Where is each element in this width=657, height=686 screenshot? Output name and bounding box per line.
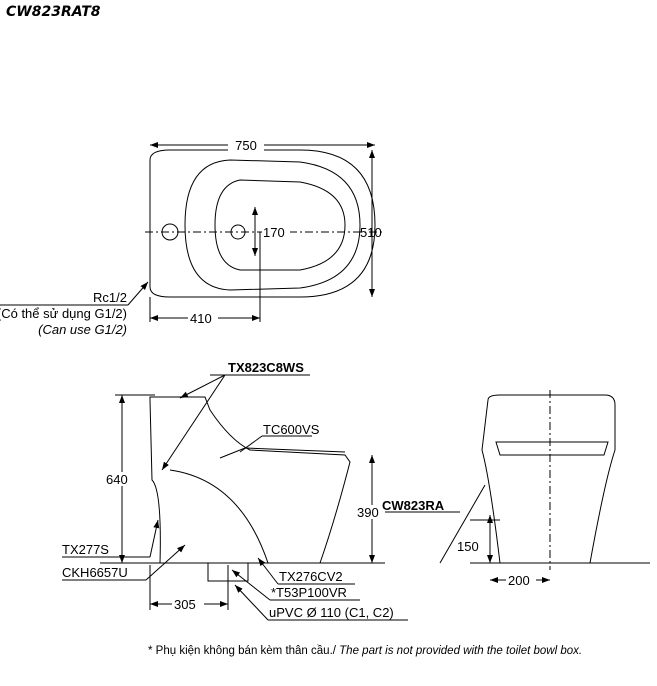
footnote-en: The part is not provided with the toilet… <box>339 645 583 657</box>
front-view <box>470 390 650 583</box>
dim-outlet: 410 <box>190 311 212 326</box>
dim-seat-height: 390 <box>357 505 379 520</box>
adapter-part-label: CKH6657U <box>62 565 128 580</box>
footnote-vi: * Phụ kiện không bán kèm thân cầu./ <box>148 645 340 657</box>
dim-height: 640 <box>106 472 128 487</box>
valve-part-label: TX277S <box>62 542 109 557</box>
dim-depth: 510 <box>360 225 382 240</box>
seat-part-label: TC600VS <box>263 422 320 437</box>
bolt-part-label: TX276CV2 <box>279 569 343 584</box>
dim-inlet-offset: 200 <box>508 573 530 588</box>
footnote: * Phụ kiện không bán kèm thân cầu./ The … <box>148 645 582 657</box>
flange-part-label: *T53P100VR <box>271 585 347 600</box>
dim-bolt-spacing: 170 <box>263 225 285 240</box>
pipe-label: uPVC Ø 110 (C1, C2) <box>269 605 394 620</box>
dim-inlet-height: 150 <box>457 539 479 554</box>
dim-width: 750 <box>235 138 257 153</box>
model-title: CW823RAT8 <box>6 4 101 20</box>
front-model-label: CW823RA <box>382 498 445 513</box>
inlet-label: Rc1/2 <box>93 290 127 305</box>
inlet-note-en: (Can use G1/2) <box>38 322 127 337</box>
dim-rough-in: 305 <box>174 597 196 612</box>
tank-part-label: TX823C8WS <box>228 360 304 375</box>
side-view <box>62 374 486 621</box>
inlet-note-vi: (Có thể sử dụng G1/2) <box>0 306 127 321</box>
top-view <box>0 142 385 322</box>
